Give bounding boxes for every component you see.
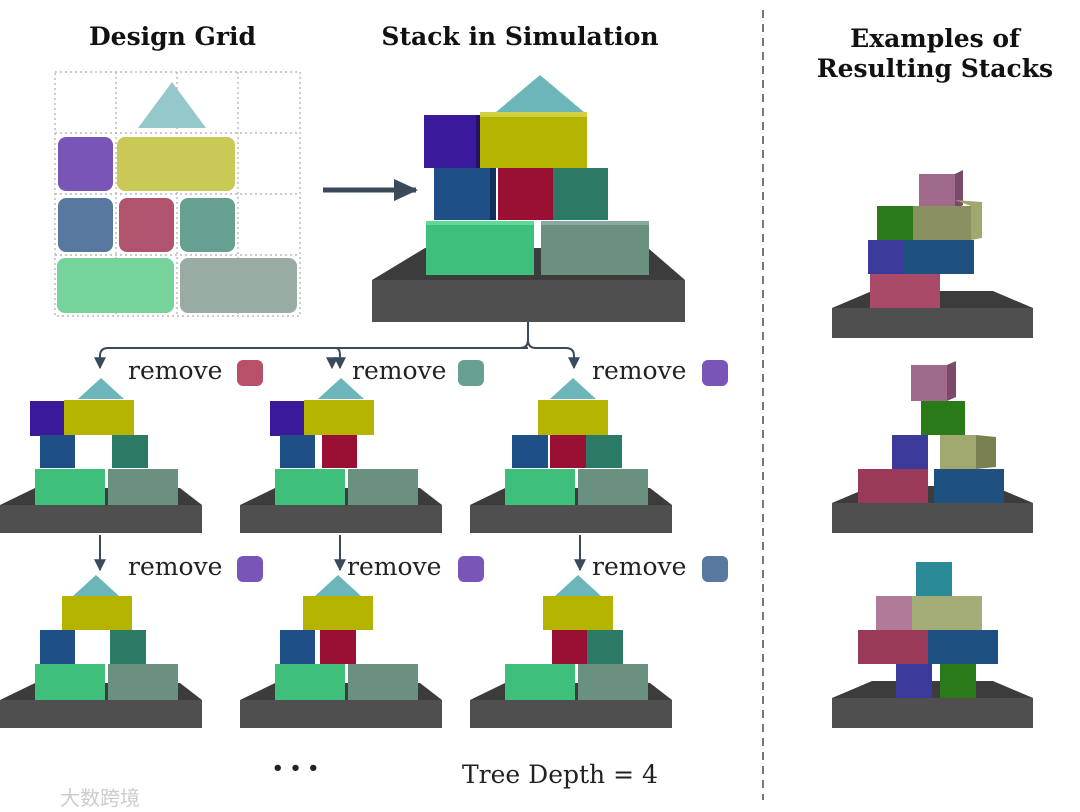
example-stack-1 xyxy=(832,170,1033,338)
watermark: 大数跨境 xyxy=(60,786,140,810)
main-stack xyxy=(372,75,685,322)
grid-red-block xyxy=(119,198,174,252)
design-grid xyxy=(54,71,301,317)
ellipsis: • • • xyxy=(272,758,320,779)
stack-row2-col1 xyxy=(0,575,202,728)
grid-green-block xyxy=(57,258,174,313)
remove-label: remove xyxy=(592,356,687,385)
stack-row2-col2 xyxy=(240,575,442,728)
grid-purple-block xyxy=(58,137,113,191)
remove-label: remove xyxy=(592,552,687,581)
grid-triangle xyxy=(138,82,206,128)
remove-swatch-purple xyxy=(237,556,263,582)
grid-blue-block xyxy=(58,198,113,252)
remove-label: remove xyxy=(347,552,442,581)
remove-swatch-teal xyxy=(458,360,484,386)
branch-connectors xyxy=(94,322,586,572)
remove-swatch-red xyxy=(237,360,263,386)
grid-gray-block xyxy=(180,258,297,313)
design-grid-title: Design Grid xyxy=(88,22,257,51)
grid-teal-block xyxy=(180,198,235,252)
stack-row1-col1 xyxy=(0,378,202,533)
remove-swatch-purple xyxy=(458,556,484,582)
example-stack-3 xyxy=(832,562,1033,728)
remove-swatch-blue xyxy=(702,556,728,582)
examples-title: Examples of Resulting Stacks xyxy=(816,24,1054,83)
tree-depth-label: Tree Depth = 4 xyxy=(462,760,658,789)
remove-label: remove xyxy=(128,552,223,581)
stack-row2-col3 xyxy=(470,575,672,728)
stack-row1-col3 xyxy=(470,378,672,533)
grid-yellow-block xyxy=(117,137,235,191)
stack-in-simulation-title: Stack in Simulation xyxy=(381,22,659,51)
example-stack-2 xyxy=(832,361,1033,533)
remove-label: remove xyxy=(352,356,447,385)
stack-row1-col2 xyxy=(240,378,442,533)
remove-swatch-purple xyxy=(702,360,728,386)
remove-label: remove xyxy=(128,356,223,385)
